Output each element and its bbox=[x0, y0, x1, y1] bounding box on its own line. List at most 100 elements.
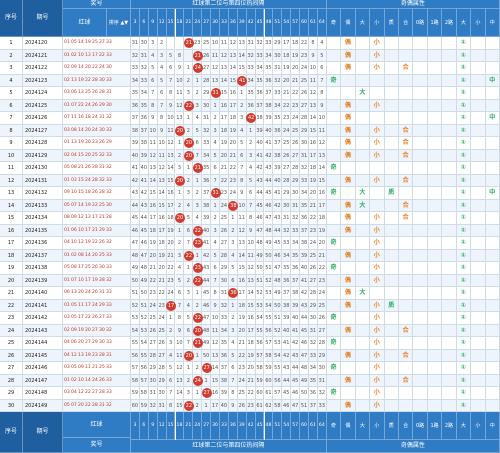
footer-attr-col[interactable]: 2路 bbox=[442, 412, 457, 440]
header-num-col[interactable]: 6 bbox=[139, 9, 149, 37]
footer-num-col[interactable]: 18 bbox=[175, 412, 185, 440]
footer-attr-col[interactable]: 1路 bbox=[427, 412, 443, 440]
row-period[interactable]: 2024121 bbox=[23, 49, 63, 62]
row-period[interactable]: 2024135 bbox=[23, 224, 63, 237]
footer-attr-col[interactable]: 质 bbox=[384, 412, 399, 440]
row-period[interactable]: 2024137 bbox=[23, 249, 63, 262]
header-num-col[interactable]: 30 bbox=[211, 9, 220, 37]
footer-num-col[interactable]: 12 bbox=[157, 412, 167, 440]
header-attr-col[interactable]: 小 bbox=[471, 9, 486, 37]
footer-attr-col[interactable]: 合 bbox=[398, 412, 414, 440]
row-period[interactable]: 2024138 bbox=[23, 262, 63, 275]
footer-num-col[interactable]: 27 bbox=[202, 412, 212, 440]
row-period[interactable]: 2024134 bbox=[23, 212, 63, 225]
header-attr-col[interactable]: 小 bbox=[370, 9, 385, 37]
row-period[interactable]: 2024131 bbox=[23, 174, 63, 187]
footer-num-col[interactable]: 9 bbox=[148, 412, 158, 440]
footer-attr-col[interactable]: 大 bbox=[355, 412, 371, 440]
footer-attr-col[interactable]: 0路 bbox=[413, 412, 428, 440]
row-period[interactable]: 2024120 bbox=[23, 37, 63, 50]
footer-attr-col[interactable]: 奇 bbox=[326, 412, 342, 440]
header-num-col[interactable]: 15 bbox=[166, 9, 176, 37]
footer-num-col[interactable]: 42 bbox=[246, 412, 256, 440]
header-num-col[interactable]: 51 bbox=[273, 9, 283, 37]
footer-num-col[interactable]: 64 bbox=[317, 412, 327, 440]
footer-num-col[interactable]: 33 bbox=[220, 412, 229, 440]
header-attr-col[interactable]: 中 bbox=[485, 9, 500, 37]
footer-num-col[interactable]: 30 bbox=[211, 412, 220, 440]
footer-num-col[interactable]: 57 bbox=[291, 412, 301, 440]
header-attr-col[interactable]: 0路 bbox=[413, 9, 428, 37]
row-period[interactable]: 2024130 bbox=[23, 162, 63, 175]
row-period[interactable]: 2024140 bbox=[23, 287, 63, 300]
row-period[interactable]: 2024126 bbox=[23, 112, 63, 125]
header-num-col[interactable]: 42 bbox=[246, 9, 256, 37]
row-period[interactable]: 2024147 bbox=[23, 374, 63, 387]
row-period[interactable]: 2024128 bbox=[23, 137, 63, 150]
row-period[interactable]: 2024146 bbox=[23, 362, 63, 375]
header-attr-col[interactable]: 大 bbox=[355, 9, 371, 37]
header-num-col[interactable]: 60 bbox=[300, 9, 309, 37]
footer-attr-col[interactable]: 大 bbox=[456, 412, 472, 440]
header-period-label[interactable]: 期号 bbox=[23, 0, 63, 37]
footer-num-col[interactable]: 39 bbox=[237, 412, 247, 440]
footer-attr-col[interactable]: 小 bbox=[471, 412, 486, 440]
footer-num-col[interactable]: 60 bbox=[300, 412, 309, 440]
row-period[interactable]: 2024124 bbox=[23, 87, 63, 100]
row-period[interactable]: 2024133 bbox=[23, 199, 63, 212]
row-period[interactable]: 2024141 bbox=[23, 299, 63, 312]
header-attr-col[interactable]: 2路 bbox=[442, 9, 457, 37]
row-period[interactable]: 2024142 bbox=[23, 312, 63, 325]
header-attr-col[interactable]: 1路 bbox=[427, 9, 443, 37]
footer-num-col[interactable]: 6 bbox=[139, 412, 149, 440]
footer-attr-col[interactable]: 中 bbox=[485, 412, 500, 440]
footer-num-col[interactable]: 36 bbox=[228, 412, 238, 440]
footer-num-col[interactable]: 3 bbox=[131, 412, 140, 440]
header-num-col[interactable]: 9 bbox=[148, 9, 158, 37]
row-period[interactable]: 2024122 bbox=[23, 62, 63, 75]
footer-num-col[interactable]: 15 bbox=[166, 412, 176, 440]
header-attr-col[interactable]: 大 bbox=[456, 9, 472, 37]
footer-num-col[interactable]: 45 bbox=[255, 412, 265, 440]
footer-num-col[interactable]: 24 bbox=[193, 412, 203, 440]
header-attr-col[interactable]: 质 bbox=[384, 9, 399, 37]
header-num-col[interactable]: 54 bbox=[282, 9, 292, 37]
header-attr-col[interactable]: 奇 bbox=[326, 9, 342, 37]
row-period[interactable]: 2024143 bbox=[23, 324, 63, 337]
row-period[interactable]: 2024139 bbox=[23, 274, 63, 287]
header-num-col[interactable]: 33 bbox=[220, 9, 229, 37]
header-attr-col[interactable]: 偶 bbox=[341, 9, 356, 37]
header-sort-label[interactable]: 排序 ▲▼ bbox=[107, 9, 131, 37]
row-period[interactable]: 2024129 bbox=[23, 149, 63, 162]
header-num-col[interactable]: 48 bbox=[264, 9, 274, 37]
row-period[interactable]: 2024145 bbox=[23, 349, 63, 362]
header-num-col[interactable]: 18 bbox=[175, 9, 185, 37]
footer-num-col[interactable]: 21 bbox=[184, 412, 194, 440]
header-attr-col[interactable]: 合 bbox=[398, 9, 414, 37]
header-num-col[interactable]: 21 bbox=[184, 9, 194, 37]
header-num-col[interactable]: 12 bbox=[157, 9, 167, 37]
footer-period-label[interactable]: 期号 bbox=[23, 412, 63, 453]
header-num-col[interactable]: 45 bbox=[255, 9, 265, 37]
header-num-col[interactable]: 24 bbox=[193, 9, 203, 37]
row-period[interactable]: 2024125 bbox=[23, 99, 63, 112]
row-period[interactable]: 2024123 bbox=[23, 74, 63, 87]
header-num-col[interactable]: 36 bbox=[228, 9, 238, 37]
row-period[interactable]: 2024136 bbox=[23, 237, 63, 250]
footer-num-col[interactable]: 61 bbox=[309, 412, 318, 440]
row-period[interactable]: 2024149 bbox=[23, 399, 63, 412]
footer-num-col[interactable]: 51 bbox=[273, 412, 283, 440]
row-period[interactable]: 2024127 bbox=[23, 124, 63, 137]
footer-num-col[interactable]: 48 bbox=[264, 412, 274, 440]
header-num-col[interactable]: 64 bbox=[317, 9, 327, 37]
header-num-col[interactable]: 3 bbox=[131, 9, 140, 37]
header-num-col[interactable]: 39 bbox=[237, 9, 247, 37]
footer-num-col[interactable]: 54 bbox=[282, 412, 292, 440]
footer-attr-col[interactable]: 小 bbox=[370, 412, 385, 440]
footer-attr-col[interactable]: 偶 bbox=[341, 412, 356, 440]
header-num-col[interactable]: 27 bbox=[202, 9, 212, 37]
row-period[interactable]: 2024144 bbox=[23, 337, 63, 350]
row-period[interactable]: 2024132 bbox=[23, 187, 63, 200]
row-period[interactable]: 2024148 bbox=[23, 387, 63, 400]
header-num-col[interactable]: 61 bbox=[309, 9, 318, 37]
